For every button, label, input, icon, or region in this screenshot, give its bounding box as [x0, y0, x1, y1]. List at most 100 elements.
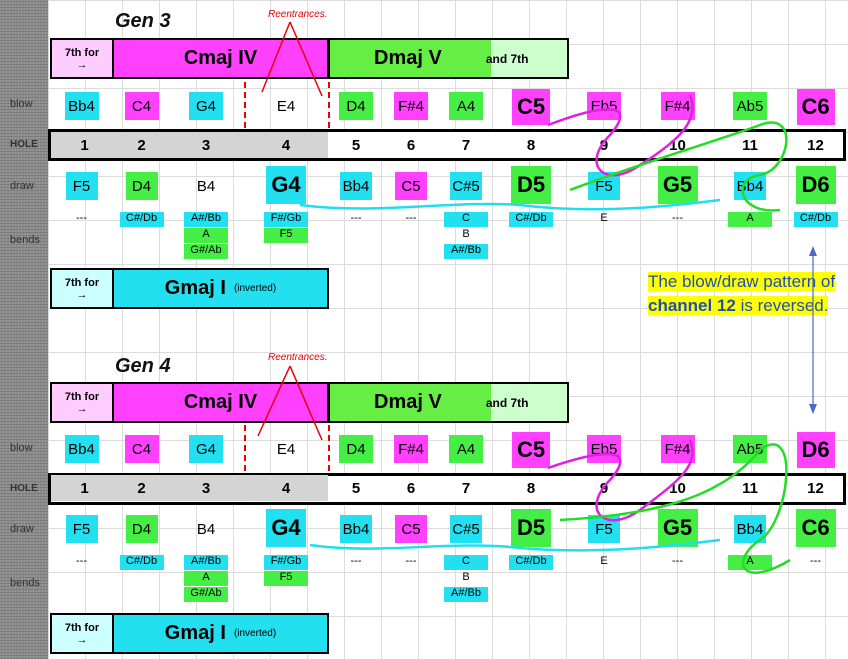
bend-note: A#/Bb [444, 587, 488, 602]
bend-note: F5 [264, 228, 308, 243]
reentrance-line [244, 425, 246, 471]
bend-note: A#/Bb [184, 555, 228, 570]
bend-note: C#/Db [119, 212, 164, 227]
bend-note: A [184, 228, 228, 243]
blow-note: F#4 [660, 435, 695, 463]
magenta-curve [547, 94, 694, 177]
row-label-draw: draw [10, 180, 34, 192]
blow-note: F#4 [660, 92, 695, 120]
gen3-chord-iv: Cmaj IV [112, 38, 329, 79]
gen4-seventh-for-box-i: 7th for→ [50, 613, 114, 654]
hole-number: 7 [461, 136, 471, 154]
draw-note: G4 [266, 166, 306, 204]
bend-note: A [184, 571, 228, 586]
gen3-title: Gen 3 [115, 10, 171, 32]
draw-note: F5 [65, 172, 98, 200]
bend-note: F5 [264, 571, 308, 586]
blow-note: F#4 [394, 92, 428, 120]
blow-note: C5 [512, 89, 550, 125]
hole-number: 9 [599, 136, 609, 154]
arrow-icon: → [76, 402, 88, 415]
bend-note: --- [405, 212, 417, 224]
row-label-blow: blow [10, 442, 33, 454]
blow-note: A4 [449, 92, 483, 120]
blow-note: D6 [796, 432, 835, 468]
hole-number: 11 [742, 136, 758, 154]
hole-number: 5 [351, 136, 361, 154]
bend-note: E [600, 555, 608, 567]
hole-number: 12 [807, 136, 824, 154]
seventh-for-label: 7th for [64, 46, 100, 59]
spreadsheet-grid [48, 0, 848, 659]
draw-note: Bb4 [340, 515, 372, 543]
bend-note: G#/Ab [184, 244, 228, 259]
draw-note: Bb4 [340, 172, 372, 200]
bend-note: --- [810, 555, 821, 567]
bend-note: A [728, 212, 772, 227]
draw-note: D4 [125, 515, 158, 543]
gen3-seventh-for-box: 7th for → [50, 38, 114, 79]
bend-note: B [462, 228, 470, 240]
gen4-seventh-for-box: 7th for→ [50, 382, 114, 423]
draw-note: D5 [511, 166, 551, 204]
reentrance-line [244, 82, 246, 128]
draw-note: C#5 [450, 515, 482, 543]
bend-note: --- [672, 212, 683, 224]
cyan-curve [309, 538, 721, 552]
reentrance-arrow [261, 21, 291, 93]
hole-number: 7 [461, 479, 471, 497]
blow-note: Bb4 [64, 92, 99, 120]
bend-note: E [600, 212, 608, 224]
gen4-title: Gen 4 [115, 355, 171, 377]
blow-note: G4 [189, 92, 223, 120]
callout-note: The blow/draw pattern of channel 12 is r… [648, 272, 836, 315]
hole-number: 3 [168, 475, 244, 501]
blow-note: A4 [449, 435, 483, 463]
blow-note: D4 [339, 435, 373, 463]
blow-note: Ab5 [733, 92, 767, 120]
gen4-reentrances-label: Reentrances. [268, 352, 328, 363]
callout-arrowhead [809, 404, 817, 414]
bend-note: F#/Gb [264, 555, 308, 570]
draw-note: B4 [196, 520, 216, 538]
draw-note: D5 [511, 509, 551, 547]
row-label-bends: bends [10, 234, 40, 246]
bend-note: --- [350, 555, 362, 567]
hole-number: 2 [115, 475, 168, 501]
draw-note: G4 [266, 509, 306, 547]
bend-note: F#/Gb [264, 212, 308, 227]
reentrance-line [328, 425, 330, 471]
blow-note: C6 [796, 89, 835, 125]
draw-note: F5 [65, 515, 98, 543]
hole-number: 4 [244, 475, 328, 501]
bend-note: --- [350, 212, 362, 224]
hole-number: 1 [51, 475, 118, 501]
hole-number: 6 [406, 136, 416, 154]
gen3-chord-i: Gmaj I(inverted) [112, 268, 329, 309]
bend-note: --- [76, 555, 87, 567]
hole-number: 1 [51, 132, 118, 158]
arrow-icon: → [76, 288, 88, 301]
row-label-hole: HOLE [10, 139, 38, 150]
row-label-blow: blow [10, 98, 33, 110]
cyan-curve [299, 198, 721, 211]
draw-note: C5 [395, 515, 427, 543]
green-curve [569, 121, 788, 212]
draw-note: C5 [395, 172, 427, 200]
arrow-icon: → [76, 58, 88, 71]
draw-note: G5 [657, 509, 698, 547]
draw-note: F5 [588, 515, 620, 543]
bend-note: A#/Bb [444, 244, 488, 259]
row-label-bends: bends [10, 577, 40, 589]
reentrance-arrow [289, 365, 323, 441]
hole-number: 4 [244, 132, 328, 158]
draw-note: D4 [125, 172, 158, 200]
hole-number: 2 [115, 132, 168, 158]
hole-number: 11 [742, 479, 758, 497]
arrow-icon: → [76, 633, 88, 646]
hole-number: 8 [526, 136, 536, 154]
gen4-chord-i: Gmaj I(inverted) [112, 613, 329, 654]
row-header-strip [0, 0, 48, 659]
gen3-reentrances-label: Reentrances. [268, 9, 328, 20]
